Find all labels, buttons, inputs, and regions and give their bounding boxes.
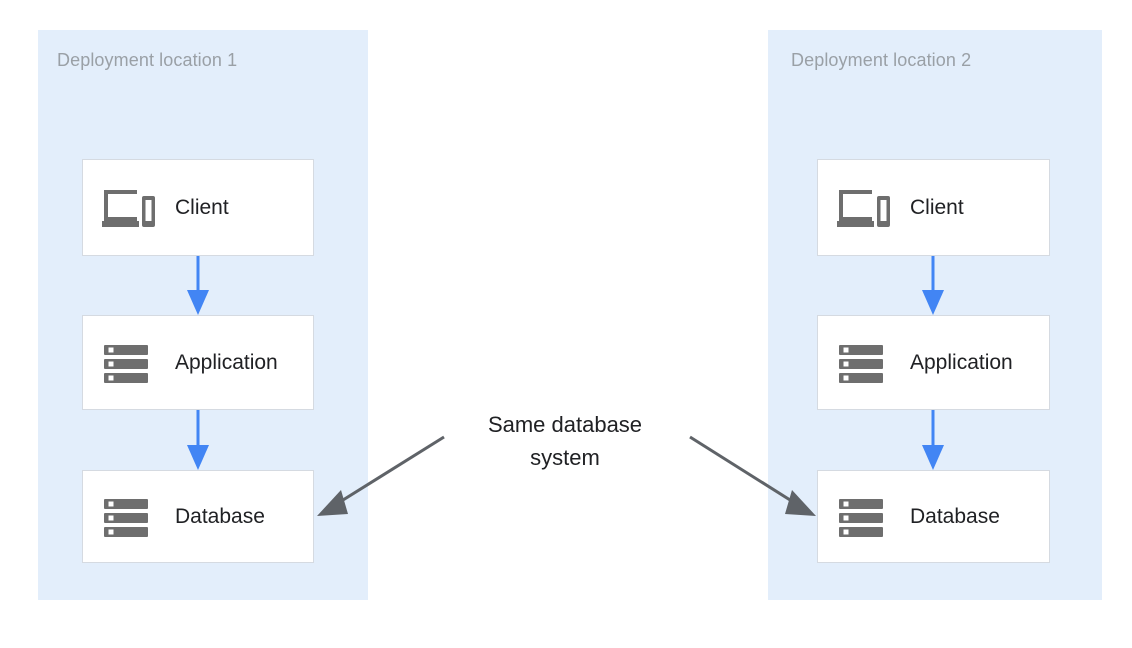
zone-1-label: Deployment location 1 [57,50,238,70]
annotation-same-database-system: Same database system [487,412,643,470]
node-database-2[interactable]: Database [817,470,1050,563]
server-icon [836,340,890,386]
node-client-1[interactable]: Client [82,159,314,256]
node-database-2-label: Database [910,504,1000,528]
server-icon [101,340,155,386]
node-client-1-label: Client [175,195,229,219]
zone-2-label: Deployment location 2 [791,50,972,70]
server-icon [101,494,155,540]
devices-icon [101,185,155,231]
devices-icon [836,185,890,231]
node-database-1[interactable]: Database [82,470,314,563]
node-application-1-label: Application [175,350,278,374]
node-application-2[interactable]: Application [817,315,1050,410]
node-client-2[interactable]: Client [817,159,1050,256]
node-client-2-label: Client [910,195,964,219]
server-icon [836,494,890,540]
node-application-2-label: Application [910,350,1013,374]
node-database-1-label: Database [175,504,265,528]
node-application-1[interactable]: Application [82,315,314,410]
